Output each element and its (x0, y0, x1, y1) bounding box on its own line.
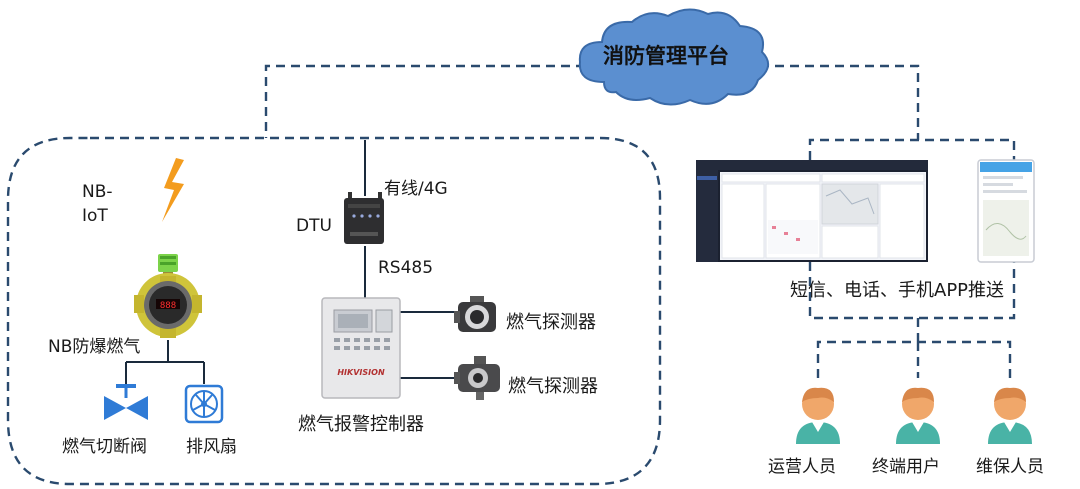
user-label-end-user: 终端用户 (872, 457, 940, 477)
lightning-icon (162, 158, 184, 222)
user-label-operator: 运营人员 (768, 457, 836, 477)
cloud-left-link (264, 64, 600, 138)
gas-detector-icon-1 (454, 296, 496, 332)
valve-label: 燃气切断阀 (62, 437, 147, 457)
nb-detector-label: NB防爆燃气 (48, 337, 141, 357)
monitoring-dashboard-thumbnail (696, 160, 928, 262)
mobile-app-thumbnail (977, 159, 1035, 263)
wired-links (125, 140, 460, 384)
operator-person-icon (796, 387, 840, 444)
dtu-device-icon (344, 192, 384, 244)
hikvision-logo: HIKVISION (337, 368, 385, 377)
nb-iot-label-line1: NB- (82, 182, 113, 202)
nb-gas-detector-icon: 888 (134, 254, 202, 338)
end-user-person-icon (896, 387, 940, 444)
detector-label-2: 燃气探测器 (508, 376, 598, 397)
exhaust-fan-icon (184, 384, 224, 424)
cloud-icon (578, 8, 769, 106)
users-bracket (816, 340, 1012, 378)
gas-valve-icon (104, 384, 148, 420)
maintenance-person-icon (988, 387, 1032, 444)
svg-text:888: 888 (160, 301, 176, 311)
detector-label-1: 燃气探测器 (506, 312, 596, 333)
site-boundary (6, 136, 662, 486)
dashboard-bottom-bracket (808, 262, 1016, 320)
fan-label: 排风扇 (186, 437, 237, 457)
cloud-right-link (760, 64, 920, 140)
push-label: 短信、电话、手机APP推送 (790, 280, 1005, 301)
alarm-controller-icon: HIKVISION (321, 297, 401, 399)
connection-lines (6, 64, 1016, 486)
platform-title: 消防管理平台 (603, 44, 729, 68)
controller-label: 燃气报警控制器 (298, 414, 424, 435)
user-label-maintenance: 维保人员 (976, 457, 1044, 477)
dtu-label: DTU (296, 216, 332, 236)
uplink-label: 有线/4G (384, 179, 448, 199)
rs485-label: RS485 (378, 258, 434, 278)
gas-detector-icon-2 (454, 356, 500, 400)
nb-iot-label-line2: IoT (82, 206, 108, 226)
dashboard-top-bracket (808, 138, 1016, 160)
